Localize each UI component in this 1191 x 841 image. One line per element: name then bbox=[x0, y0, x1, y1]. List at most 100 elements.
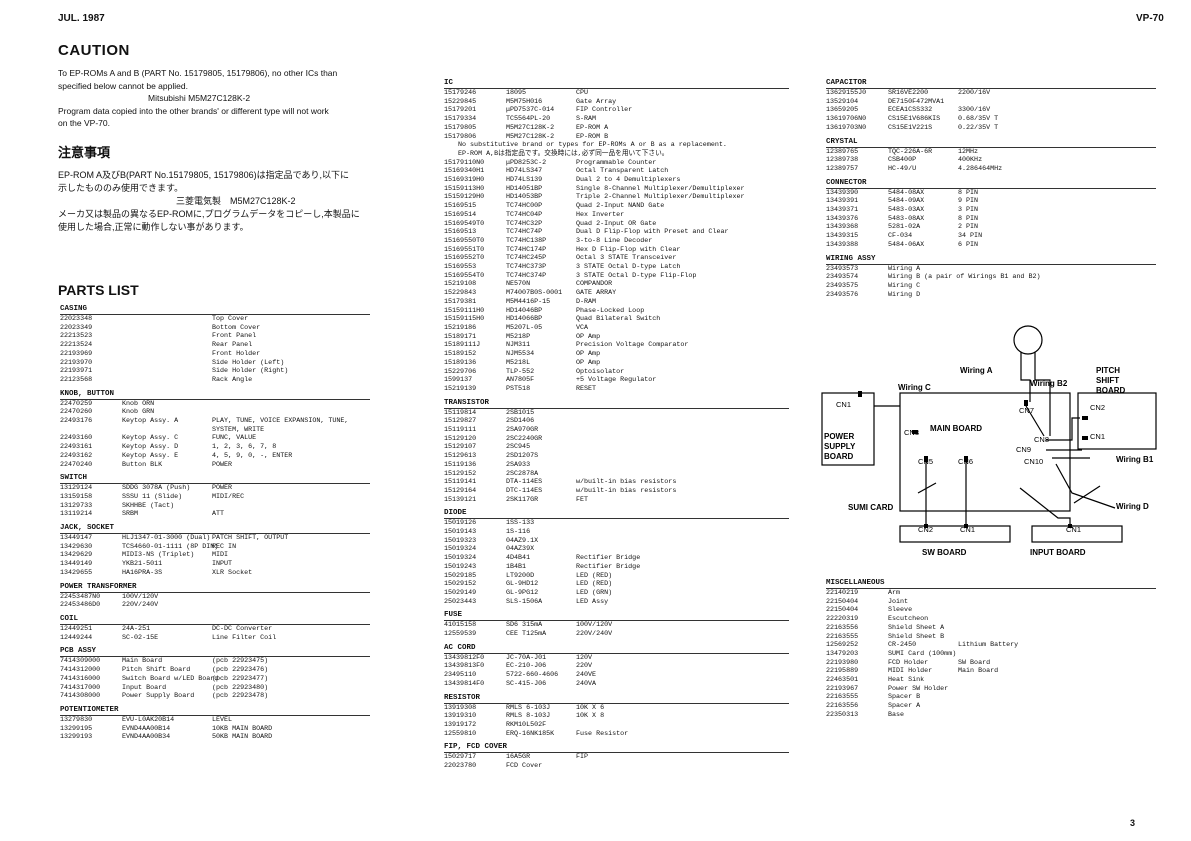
part-number: 13439813F0 bbox=[444, 662, 485, 671]
part-description: Wiring A bbox=[888, 264, 921, 273]
part-number: 13479203 bbox=[826, 649, 859, 658]
part-number: 15029185 bbox=[444, 571, 477, 580]
part-number: 15179246 bbox=[444, 89, 477, 97]
part-number: 13439390 bbox=[826, 188, 859, 197]
parts-list-title: PARTS LIST bbox=[58, 282, 139, 298]
part-remarks bbox=[958, 633, 1156, 642]
part-description: SKHHBE (Tact) bbox=[122, 501, 175, 510]
part-remarks: OP Amp bbox=[576, 332, 601, 341]
part-remarks bbox=[958, 598, 1156, 607]
part-number: 13439812F0 bbox=[444, 653, 485, 662]
part-number: 22193980 bbox=[826, 658, 859, 667]
part-remarks: 10KB MAIN BOARD bbox=[212, 724, 273, 733]
part-remarks: Optoisolator bbox=[576, 367, 625, 376]
caution-line: on the VP-70. bbox=[58, 118, 110, 128]
part-number: 15119111 bbox=[444, 426, 477, 435]
part-description: 2SD1406 bbox=[506, 417, 535, 426]
part-number: 22213523 bbox=[60, 332, 93, 341]
part-remarks: 240VE bbox=[576, 671, 597, 680]
part-remarks: LED (RED) bbox=[576, 580, 613, 589]
part-remarks: REC IN bbox=[212, 542, 237, 551]
part-description: 2SA970GR bbox=[506, 426, 539, 435]
part-remarks: Rack Angle bbox=[212, 375, 253, 384]
part-remarks: (pcb 22923477) bbox=[212, 674, 269, 683]
part-number: 22470260 bbox=[60, 408, 93, 417]
part-description: ERQ-16NK185K bbox=[506, 729, 555, 738]
part-description: MIDI3-NS (Triplet) bbox=[122, 551, 195, 560]
part-remarks: 34 PIN bbox=[958, 232, 983, 241]
part-description: DE7150F472MVA1 bbox=[888, 97, 945, 106]
part-remarks bbox=[212, 593, 370, 602]
part-description: TCS4660-01-1111 (8P DIN) bbox=[122, 542, 219, 551]
part-remarks bbox=[958, 624, 1156, 633]
part-description: MIDI Holder bbox=[888, 667, 933, 676]
part-number: 15129120 bbox=[444, 434, 477, 443]
part-number: 15129827 bbox=[444, 417, 477, 426]
part-description: HC-49/U bbox=[888, 164, 917, 173]
part-remarks: 120V bbox=[576, 653, 593, 662]
header-date: JUL. 1987 bbox=[58, 13, 105, 24]
part-number: 22470240 bbox=[60, 460, 93, 469]
part-description: SSSU 11 (Slide) bbox=[122, 492, 183, 501]
part-remarks: Line Filter Coil bbox=[212, 633, 277, 642]
part-description: Base bbox=[888, 710, 905, 719]
part-number: 15159113H0 bbox=[444, 184, 485, 193]
part-number: 15029717 bbox=[444, 753, 477, 762]
part-remarks: Quad 2-Input NAND Gate bbox=[576, 202, 665, 211]
part-description: LT9200D bbox=[506, 571, 535, 580]
part-remarks: 50KB MAIN BOARD bbox=[212, 733, 273, 742]
part-remarks bbox=[576, 426, 789, 435]
part-description bbox=[122, 315, 212, 324]
part-remarks: DC-DC Converter bbox=[212, 624, 273, 633]
input-board bbox=[1031, 525, 1123, 543]
part-description: 2SB1015 bbox=[506, 408, 535, 417]
part-number: 22150404 bbox=[826, 606, 859, 615]
part-description: Wiring B (a pair of Wirings B1 and B2) bbox=[888, 273, 1041, 282]
part-number: 12449251 bbox=[60, 624, 93, 633]
part-number: 22220319 bbox=[826, 615, 859, 624]
part-remarks: OP Amp bbox=[576, 358, 601, 367]
part-remarks: PLAY, TUNE, VOICE EXPANSION, TUNE, bbox=[212, 417, 349, 426]
part-description: Joint bbox=[888, 597, 909, 606]
part-remarks bbox=[958, 685, 1156, 694]
part-description: HD14066BP bbox=[506, 315, 543, 324]
part-description: μPD7537C-014 bbox=[506, 106, 555, 115]
part-remarks: w/built-in bias resistors bbox=[576, 486, 677, 495]
part-number: 15179110N0 bbox=[444, 158, 485, 167]
part-description: HD14046BP bbox=[506, 306, 543, 315]
label-cn1: CN1 bbox=[1066, 525, 1081, 534]
part-remarks: 3 STATE Octal D-type Flip-Flop bbox=[576, 271, 697, 280]
caution-jp-line: 示したもののみ使用できます。 bbox=[58, 182, 184, 193]
part-remarks: 2200/16V bbox=[958, 89, 991, 97]
part-description: Button BLK bbox=[122, 460, 163, 469]
part-description bbox=[122, 359, 212, 368]
part-remarks bbox=[576, 461, 789, 470]
part-remarks: (pcb 22923478) bbox=[212, 692, 269, 701]
section-title: WIRING ASSY bbox=[826, 254, 1156, 265]
part-remarks: 3-to-8 Line Decoder bbox=[576, 236, 653, 245]
section-title: DIODE bbox=[444, 508, 789, 520]
part-remarks bbox=[576, 528, 789, 537]
part-description: FCD Cover bbox=[506, 762, 543, 771]
part-description: M5M27C128K-2 bbox=[506, 132, 555, 141]
part-remarks: INPUT bbox=[212, 560, 233, 569]
